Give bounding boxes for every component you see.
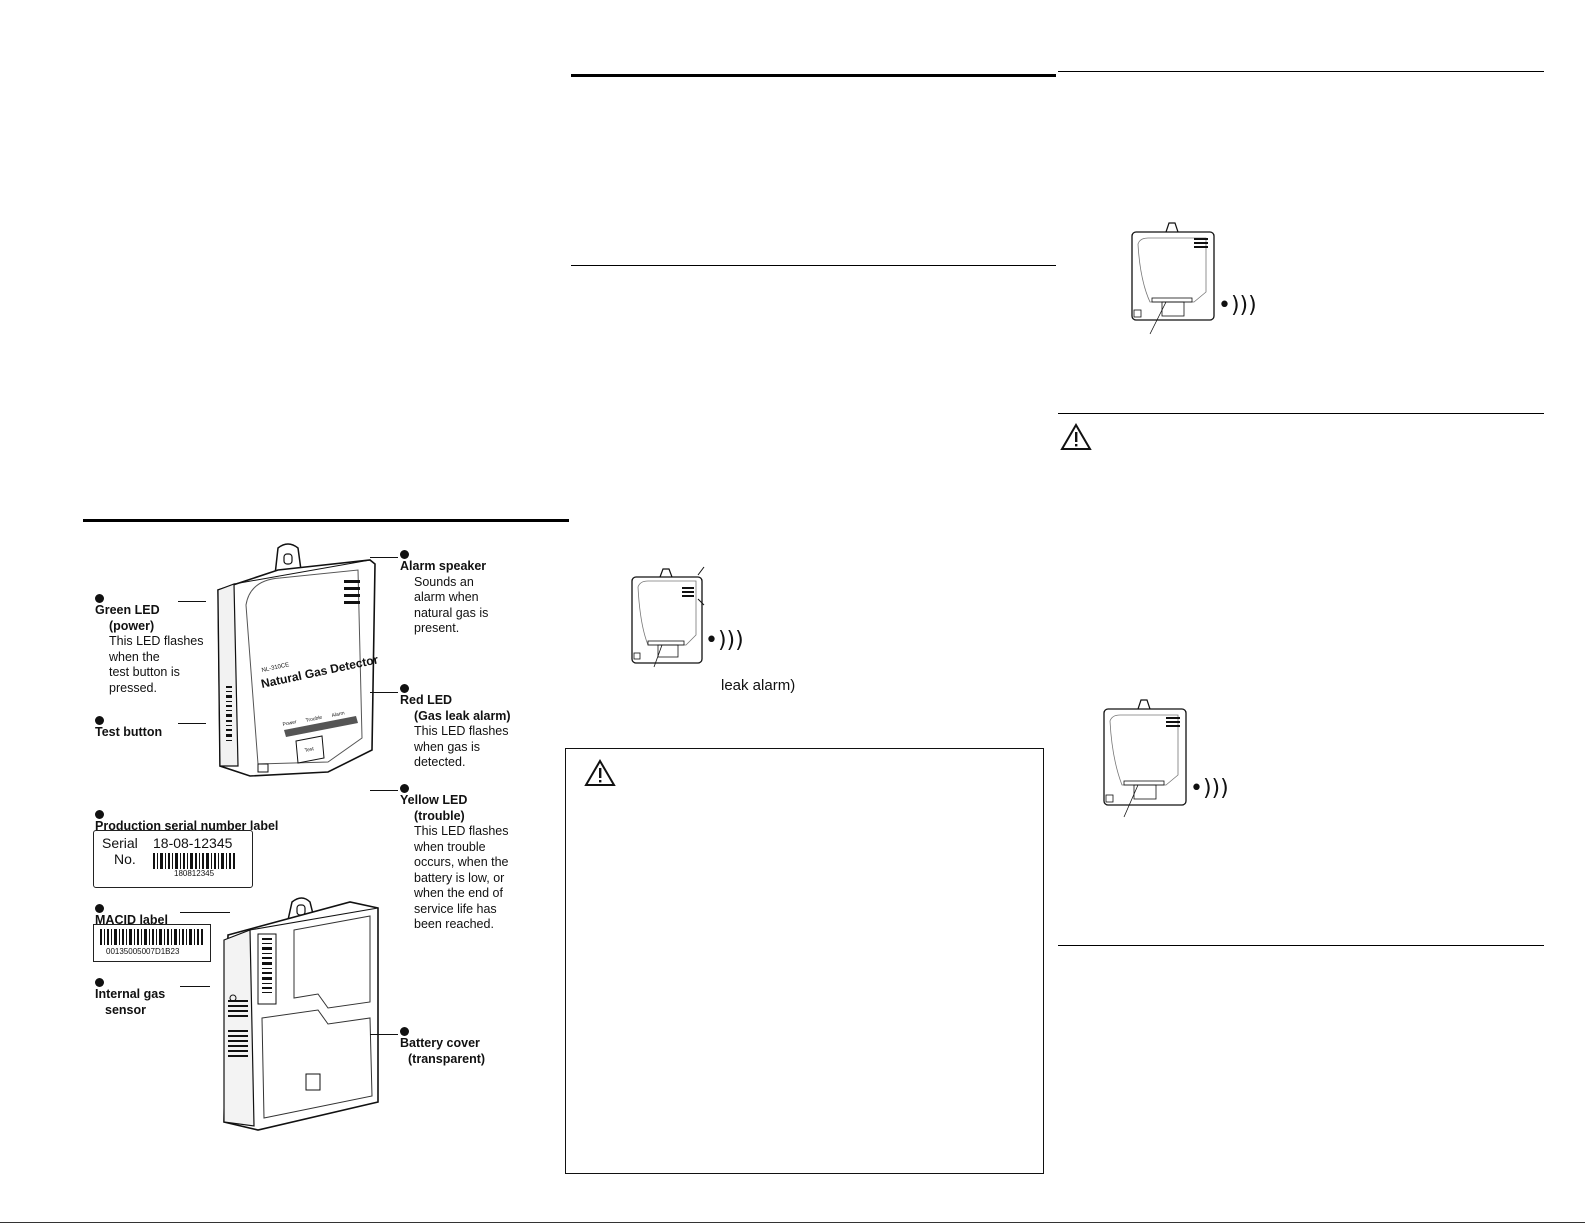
test-button-shape <box>295 735 325 764</box>
serial-barcode <box>153 853 235 869</box>
internal-sensor-title-2: sensor <box>105 1002 146 1017</box>
callout-alarm-speaker: Alarm speaker Sounds an alarm when natur… <box>400 550 488 637</box>
bullet-icon <box>95 904 104 913</box>
red-led-title-2: (Gas leak alarm) <box>414 708 511 723</box>
yellow-led-line-1: This LED flashes <box>414 824 509 838</box>
yellow-led-title-1: Yellow LED <box>400 793 468 807</box>
rule-right-top <box>1058 71 1544 72</box>
callout-test-button: Test button <box>95 716 162 741</box>
yellow-led-line-4: battery is low, or <box>414 870 505 885</box>
alarm-speaker-line-2: alarm when <box>414 590 479 604</box>
leader-alarm-speaker <box>370 557 398 558</box>
back-macid-barcode <box>257 933 277 1005</box>
mini-detector-right-bottom <box>1103 699 1187 818</box>
macid-barcode <box>100 929 203 945</box>
rule-middle-top <box>571 74 1056 77</box>
green-led-line-4: pressed. <box>109 680 157 695</box>
rule-page-bottom <box>0 1222 1585 1223</box>
test-button-title: Test button <box>95 725 163 739</box>
callout-yellow-led: Yellow LED (trouble) This LED flashes wh… <box>400 784 509 933</box>
middle-caption-fragment: leak alarm) <box>721 677 796 694</box>
alarm-speaker-line-4: present. <box>414 621 460 635</box>
bullet-icon <box>400 684 409 693</box>
test-button-text: Test <box>304 746 315 754</box>
green-led-title-1: Green LED <box>95 603 160 617</box>
yellow-led-title-2: (trouble) <box>414 808 465 823</box>
internal-sensor-title-1: Internal gas <box>95 987 166 1001</box>
battery-cover-title-1: Battery cover <box>400 1036 480 1050</box>
mini-detector-right-top <box>1131 222 1215 335</box>
warning-box <box>565 748 1044 1174</box>
macid-label: 00135005007D1B23 <box>93 924 211 962</box>
green-led-title-2: (power) <box>109 618 155 633</box>
yellow-led-line-2: when trouble <box>414 839 486 854</box>
rule-right-bottom <box>1058 945 1544 946</box>
red-led-line-2: when gas is <box>414 739 481 754</box>
serial-barcode-text: 180812345 <box>174 869 215 878</box>
green-led-line-2: when the <box>109 649 160 664</box>
speaker-grille <box>344 580 360 604</box>
callout-serial-label: Production serial number label <box>95 810 278 835</box>
leader-test-button <box>178 723 206 724</box>
serial-value: 18-08-12345 <box>153 835 233 851</box>
battery-cover-title-2: (transparent) <box>408 1051 486 1066</box>
bullet-icon <box>400 1027 409 1036</box>
bullet-icon <box>95 978 104 987</box>
alarm-speaker-line-1: Sounds an <box>414 574 474 589</box>
led-alarm-text: Alarm <box>331 710 345 719</box>
led-trouble-text: Trouble <box>305 715 323 724</box>
leader-internal-sensor <box>180 986 210 987</box>
rule-left-section <box>83 519 569 522</box>
macid-barcode-text: 00135005007D1B23 <box>106 947 180 956</box>
yellow-led-line-5: when the end of <box>414 886 503 900</box>
red-led-line-3: detected. <box>414 755 466 769</box>
warning-triangle-icon-right <box>1060 423 1092 450</box>
yellow-led-line-3: occurs, when the <box>414 855 509 869</box>
leader-macid <box>180 912 230 913</box>
detector-back-illustration <box>223 897 379 1131</box>
red-led-title-1: Red LED <box>400 693 453 707</box>
serial-no-word: No. <box>114 851 136 867</box>
sound-waves-icon-right-top: •))) <box>1218 293 1257 318</box>
callout-green-led: Green LED (power) This LED flashes when … <box>95 594 203 696</box>
sound-waves-icon: •))) <box>705 628 744 653</box>
sensor-vents <box>228 1000 248 1057</box>
device-model-text: NL-310CE <box>261 662 290 674</box>
callout-internal-sensor: Internal gas sensor <box>95 978 165 1018</box>
bullet-icon <box>400 550 409 559</box>
callout-battery-cover: Battery cover (transparent) <box>400 1027 485 1067</box>
serial-label-title: Production serial number label <box>95 819 279 833</box>
red-led-line-1: This LED flashes <box>414 724 509 738</box>
detector-front-illustration: NL-310CE Natural Gas Detector Power Trou… <box>217 543 380 777</box>
warning-triangle-icon <box>584 759 616 786</box>
callout-macid-label: MACID label <box>95 904 168 929</box>
led-power-text: Power <box>282 719 297 728</box>
alarm-speaker-title: Alarm speaker <box>400 559 487 573</box>
green-led-line-1: This LED flashes <box>109 634 204 648</box>
led-strip <box>284 716 358 737</box>
serial-word: Serial <box>102 835 138 851</box>
macid-label-title: MACID label <box>95 913 168 927</box>
green-led-line-3: test button is <box>109 665 180 679</box>
mini-detector-middle <box>631 566 705 668</box>
yellow-led-line-7: been reached. <box>414 917 494 931</box>
leader-battery-cover <box>370 1034 398 1035</box>
rule-right-second <box>1058 413 1544 414</box>
leader-green-led <box>178 601 206 602</box>
side-barcode <box>226 686 232 741</box>
callout-red-led: Red LED (Gas leak alarm) This LED flashe… <box>400 684 511 771</box>
bullet-icon <box>95 594 104 603</box>
serial-number-label: Serial No. 18-08-12345 180812345 <box>93 830 253 888</box>
yellow-led-line-6: service life has <box>414 901 497 916</box>
leader-yellow-led <box>370 790 398 791</box>
alarm-speaker-line-3: natural gas is <box>414 605 489 620</box>
bullet-icon <box>95 716 104 725</box>
bullet-icon <box>400 784 409 793</box>
leader-red-led <box>370 692 398 693</box>
sound-waves-icon-right-bottom: •))) <box>1190 776 1229 801</box>
bullet-icon <box>95 810 104 819</box>
rule-middle-second <box>571 265 1056 266</box>
